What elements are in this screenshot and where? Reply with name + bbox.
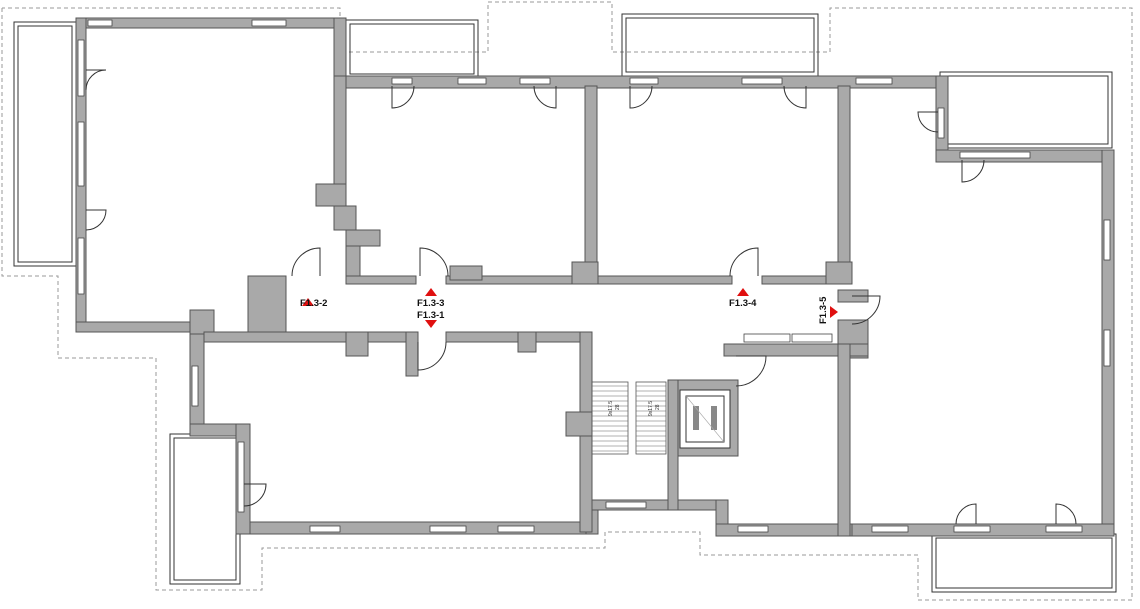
stair-sub-2: 28 bbox=[655, 404, 661, 410]
marker-label-f13-5: F1.3-5 bbox=[818, 296, 829, 324]
marker-label-f13-3: F1.3-3 bbox=[417, 298, 444, 309]
staircase: 9x17.5 28 9x17.5 28 bbox=[591, 381, 667, 455]
balconies bbox=[13, 13, 1117, 593]
marker-label-f13-1: F1.3-1 bbox=[417, 310, 445, 321]
windows bbox=[77, 19, 1111, 533]
marker-label-f13-4: F1.3-4 bbox=[729, 298, 757, 309]
site-outline bbox=[1, 1, 1133, 601]
stair-label-2: 9x17.5 bbox=[648, 401, 654, 416]
markers: F1.3-2 F1.3-3 F1.3-1 F1.3-4 F1.3-5 bbox=[300, 288, 838, 328]
marker-f13-1-icon bbox=[425, 320, 437, 328]
marker-f13-3-icon bbox=[425, 288, 437, 296]
stair-sub-1: 28 bbox=[615, 404, 621, 410]
elevator bbox=[679, 389, 731, 449]
interior-walls bbox=[189, 75, 869, 537]
marker-label-f13-2: F1.3-2 bbox=[300, 298, 327, 309]
doors bbox=[85, 69, 1077, 525]
marker-f13-2-icon bbox=[302, 298, 314, 306]
marker-f13-5-icon bbox=[830, 306, 838, 318]
stair-label-1: 9x17.5 bbox=[608, 401, 614, 416]
marker-f13-4-icon bbox=[737, 288, 749, 296]
